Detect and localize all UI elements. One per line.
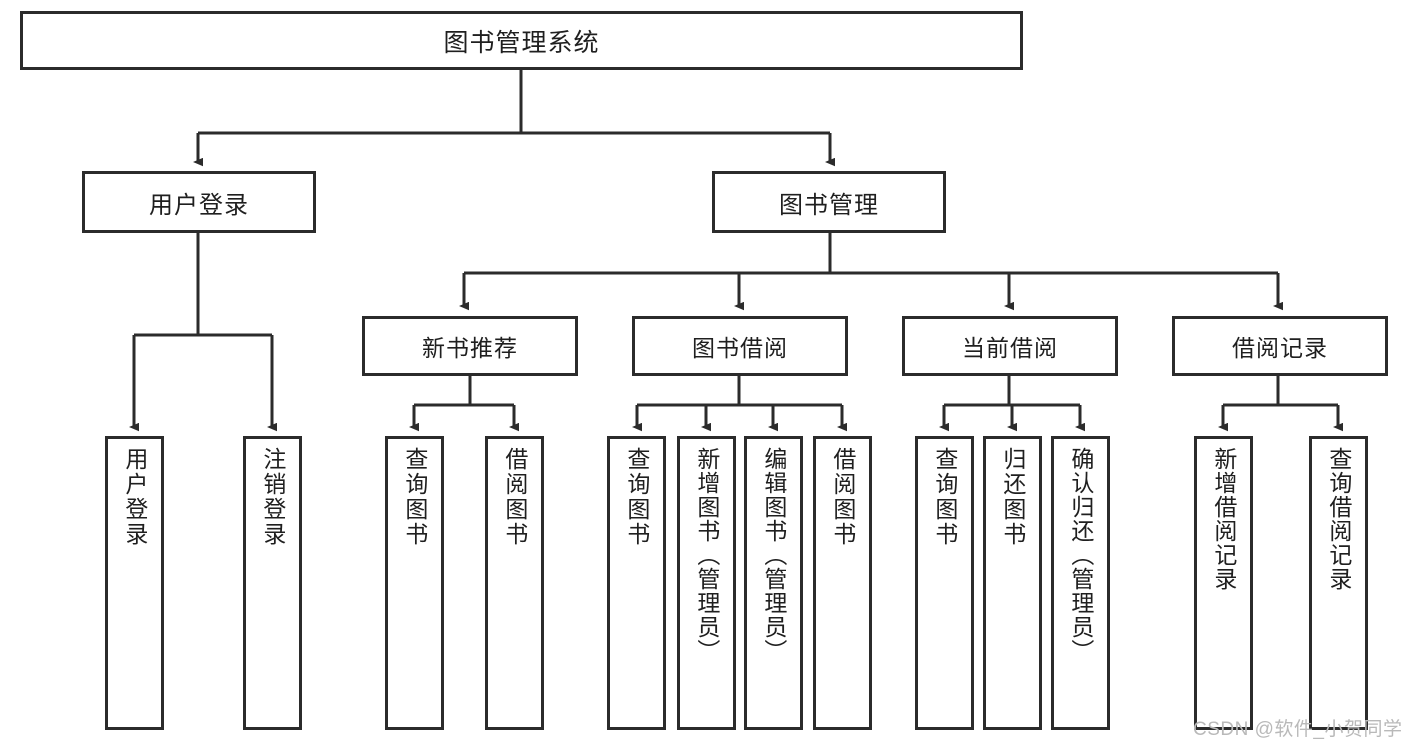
node-book-management-label: 图书管理 [779,191,879,219]
node-leaf-logout-label: 注销登录 [259,447,286,547]
node-leaf-borrow-book-2-label: 借阅图书 [829,447,856,547]
node-leaf-query-book-2[interactable]: 查询图书 [607,436,666,730]
node-leaf-borrow-book-2[interactable]: 借阅图书 [813,436,872,730]
node-current-borrow-label: 当前借阅 [962,335,1058,361]
node-leaf-logout[interactable]: 注销登录 [243,436,302,730]
node-leaf-query-record-label: 查询借阅记录 [1325,447,1352,591]
node-leaf-return-book-label: 归还图书 [999,447,1026,547]
node-leaf-add-record[interactable]: 新增借阅记录 [1194,436,1253,730]
node-user-login-label: 用户登录 [149,191,249,219]
node-leaf-confirm-return[interactable]: 确认归还（管理员） [1051,436,1110,730]
node-leaf-user-login-label: 用户登录 [121,447,148,547]
node-leaf-borrow-book-1[interactable]: 借阅图书 [485,436,544,730]
node-root-label: 图书管理系统 [443,28,600,57]
node-leaf-query-book-3-label: 查询图书 [931,447,958,547]
node-current-borrow[interactable]: 当前借阅 [902,316,1118,376]
node-leaf-query-book-3[interactable]: 查询图书 [915,436,974,730]
node-book-management[interactable]: 图书管理 [712,171,946,233]
watermark-text: CSDN @软件_小贺同学 [1193,719,1403,740]
node-leaf-add-record-label: 新增借阅记录 [1210,447,1237,591]
node-user-login[interactable]: 用户登录 [82,171,316,233]
node-leaf-add-book[interactable]: 新增图书（管理员） [677,436,736,730]
node-borrow-record-label: 借阅记录 [1232,335,1328,361]
node-leaf-confirm-return-label: 确认归还（管理员） [1067,447,1094,663]
node-leaf-query-book-1[interactable]: 查询图书 [385,436,444,730]
node-leaf-add-book-label: 新增图书（管理员） [693,447,720,663]
node-new-book-recommend[interactable]: 新书推荐 [362,316,578,376]
node-leaf-query-book-2-label: 查询图书 [623,447,650,547]
node-leaf-query-record[interactable]: 查询借阅记录 [1309,436,1368,730]
node-borrow-record[interactable]: 借阅记录 [1172,316,1388,376]
node-leaf-user-login[interactable]: 用户登录 [105,436,164,730]
node-book-borrow-label: 图书借阅 [692,335,788,361]
node-leaf-return-book[interactable]: 归还图书 [983,436,1042,730]
node-root[interactable]: 图书管理系统 [20,11,1023,70]
node-leaf-query-book-1-label: 查询图书 [401,447,428,547]
node-leaf-borrow-book-1-label: 借阅图书 [501,447,528,547]
node-new-book-recommend-label: 新书推荐 [422,335,518,361]
node-leaf-edit-book[interactable]: 编辑图书（管理员） [744,436,803,730]
node-book-borrow[interactable]: 图书借阅 [632,316,848,376]
node-leaf-edit-book-label: 编辑图书（管理员） [760,447,787,663]
